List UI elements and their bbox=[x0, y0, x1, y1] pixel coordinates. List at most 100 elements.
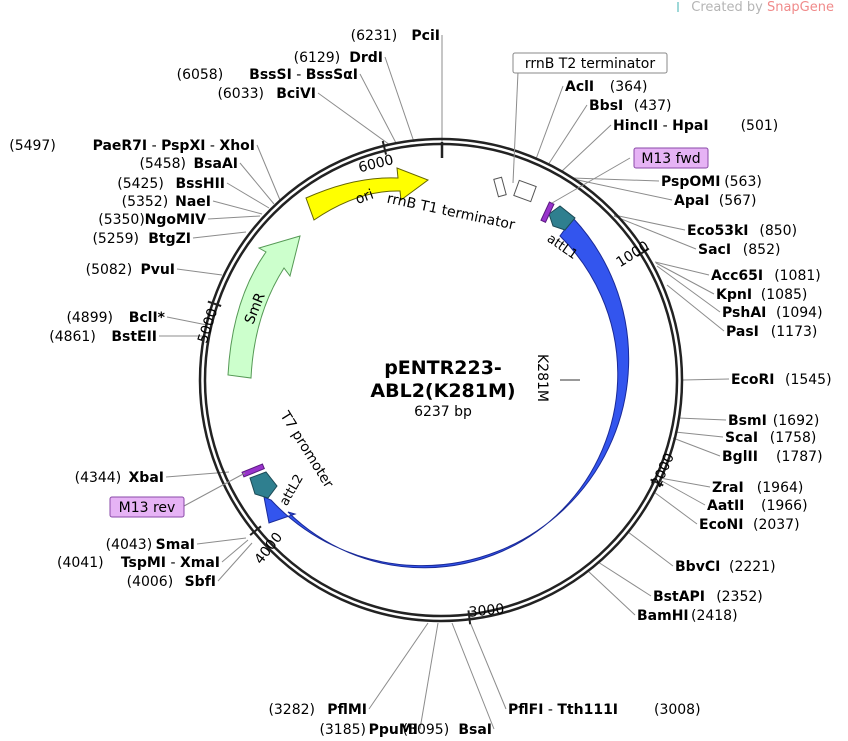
site-position: (4043) bbox=[106, 537, 153, 553]
site-name: SbfI bbox=[185, 574, 216, 590]
tick-label: 3000 bbox=[468, 601, 505, 621]
site-leader bbox=[587, 570, 636, 616]
site-position: (437) bbox=[634, 98, 672, 114]
site-position: (4899) bbox=[66, 310, 113, 326]
site-leader bbox=[176, 268, 223, 276]
site-pvui: (5082)PvuI bbox=[86, 262, 175, 278]
plasmid-name-line1: pENTR223- bbox=[384, 357, 502, 379]
site-name: BstAPI bbox=[653, 589, 705, 605]
ori-feature-label: ori bbox=[353, 187, 376, 208]
site-bsaai: (5458)BsaAI bbox=[139, 156, 238, 172]
site-hincii-hpai: (501)HincII - HpaI bbox=[613, 118, 778, 134]
site-position: (567) bbox=[719, 193, 757, 209]
site-name: PspOMI bbox=[661, 174, 720, 190]
site-name: AatII bbox=[707, 498, 744, 514]
site-leader bbox=[384, 56, 415, 143]
site-name: PspXI bbox=[161, 138, 205, 154]
site-leader bbox=[655, 262, 715, 295]
site-acli: (364)AclI bbox=[565, 79, 647, 95]
tick-label: 5000 bbox=[195, 306, 221, 345]
site-position: (1094) bbox=[776, 305, 823, 321]
site-position: (850) bbox=[759, 223, 797, 239]
site-position: (5425) bbox=[117, 176, 164, 192]
site-name: BbsI bbox=[589, 98, 623, 114]
site-leader bbox=[212, 200, 263, 215]
t7-promoter-label: T7 promoter bbox=[276, 408, 336, 491]
site-name: SmaI bbox=[156, 537, 195, 553]
site-leader bbox=[613, 215, 697, 250]
site-position: (3185) bbox=[319, 722, 366, 738]
watermark-brand: SnapGene bbox=[766, 0, 834, 15]
site-bsteii: (4861)BstEII bbox=[49, 329, 157, 345]
k281m-label: K281M bbox=[534, 354, 550, 402]
site-name-group: BciVI bbox=[276, 86, 316, 102]
site-position: (1758) bbox=[770, 430, 817, 446]
site-econi: (2037)EcoNI bbox=[699, 517, 800, 533]
site-position: (4861) bbox=[49, 329, 96, 345]
site-name: ScaI bbox=[725, 430, 758, 446]
site-name-group: TspMI - XmaI bbox=[121, 555, 220, 571]
site-name: BsaAI bbox=[194, 156, 239, 172]
site-name-group: PspOMI bbox=[661, 174, 720, 190]
site-name-group: PaeR7I - PspXI - XhoI bbox=[93, 138, 255, 154]
plasmid-name-line2: ABL2(K281M) bbox=[370, 380, 515, 402]
site-position: (1692) bbox=[773, 413, 820, 429]
site-leader bbox=[451, 622, 495, 730]
site-paer7i-pspxi-xhoi: (5497)PaeR7I - PspXI - XhoI bbox=[9, 138, 255, 154]
site-leader bbox=[226, 182, 270, 209]
site-name-separator: - bbox=[543, 702, 557, 718]
site-aatii: (1966) AatII bbox=[707, 498, 808, 514]
snapgene-logo-icon bbox=[677, 2, 687, 12]
site-leader bbox=[677, 417, 727, 421]
site-ngomiv: (5350)NgoMIV bbox=[98, 212, 206, 228]
rrnb-t2-label: rrnB T2 terminator bbox=[525, 56, 656, 72]
site-kpni: (1085)KpnI bbox=[716, 287, 807, 303]
site-name-group: BssHII bbox=[176, 176, 225, 192]
site-position: (1966) bbox=[761, 498, 808, 514]
site-name-group: BsaAI bbox=[194, 156, 239, 172]
site-pflfi-tth111i: (3008)PflFI - Tth111I bbox=[508, 702, 701, 718]
site-position: (364) bbox=[610, 79, 648, 95]
site-name: Eco53kI bbox=[687, 223, 748, 239]
site-name-group: ApaI bbox=[674, 193, 710, 209]
site-bsssi-bsss-i: (6058)BssSI - BssSαI bbox=[177, 67, 358, 83]
site-name-group: Eco53kI bbox=[687, 223, 748, 239]
rrnb-t2-box bbox=[513, 179, 537, 203]
site-ecori: (1545)EcoRI bbox=[731, 372, 832, 388]
site-name-group: EcoRI bbox=[731, 372, 774, 388]
site-name: BglII bbox=[722, 449, 758, 465]
tick-mark bbox=[467, 610, 472, 625]
site-leader bbox=[239, 162, 275, 205]
site-pflmi: (3282)PflMI bbox=[268, 702, 367, 718]
m13fwd-leader bbox=[551, 157, 631, 204]
site-name-group: PshAI bbox=[722, 305, 766, 321]
site-name-group: BamHI bbox=[637, 608, 689, 624]
site-position: (5352) bbox=[122, 194, 169, 210]
site-leader bbox=[166, 316, 208, 326]
site-position: (3282) bbox=[268, 702, 315, 718]
site-name-separator: - bbox=[166, 555, 180, 571]
site-position: (563) bbox=[724, 174, 762, 190]
site-bbsi: (437) BbsI bbox=[589, 98, 671, 114]
site-leader bbox=[368, 622, 429, 710]
site-name: BssSI bbox=[249, 67, 292, 83]
site-position: (4041) bbox=[57, 555, 104, 571]
site-name-group: BglII bbox=[722, 449, 758, 465]
site-name: PshAI bbox=[722, 305, 766, 321]
site-name: BssSαI bbox=[306, 67, 358, 83]
site-name-group: DrdI bbox=[349, 50, 383, 66]
m13fwd-site-mark bbox=[540, 201, 555, 223]
tick-mark bbox=[636, 247, 650, 257]
site-position: (3095) bbox=[403, 722, 450, 738]
site-leader bbox=[659, 479, 706, 506]
site-leader bbox=[613, 214, 686, 231]
site-name-group: ScaI bbox=[725, 430, 758, 446]
site-bstapi: (2352)BstAPI bbox=[653, 589, 763, 605]
site-acc65i: (1081)Acc65I bbox=[711, 268, 821, 284]
site-name-group: PvuI bbox=[140, 262, 175, 278]
site-name: Tth111I bbox=[557, 702, 618, 718]
backbone-outer-ring bbox=[198, 137, 684, 623]
site-name: BclI* bbox=[129, 310, 166, 326]
site-name-group: NaeI bbox=[175, 194, 211, 210]
